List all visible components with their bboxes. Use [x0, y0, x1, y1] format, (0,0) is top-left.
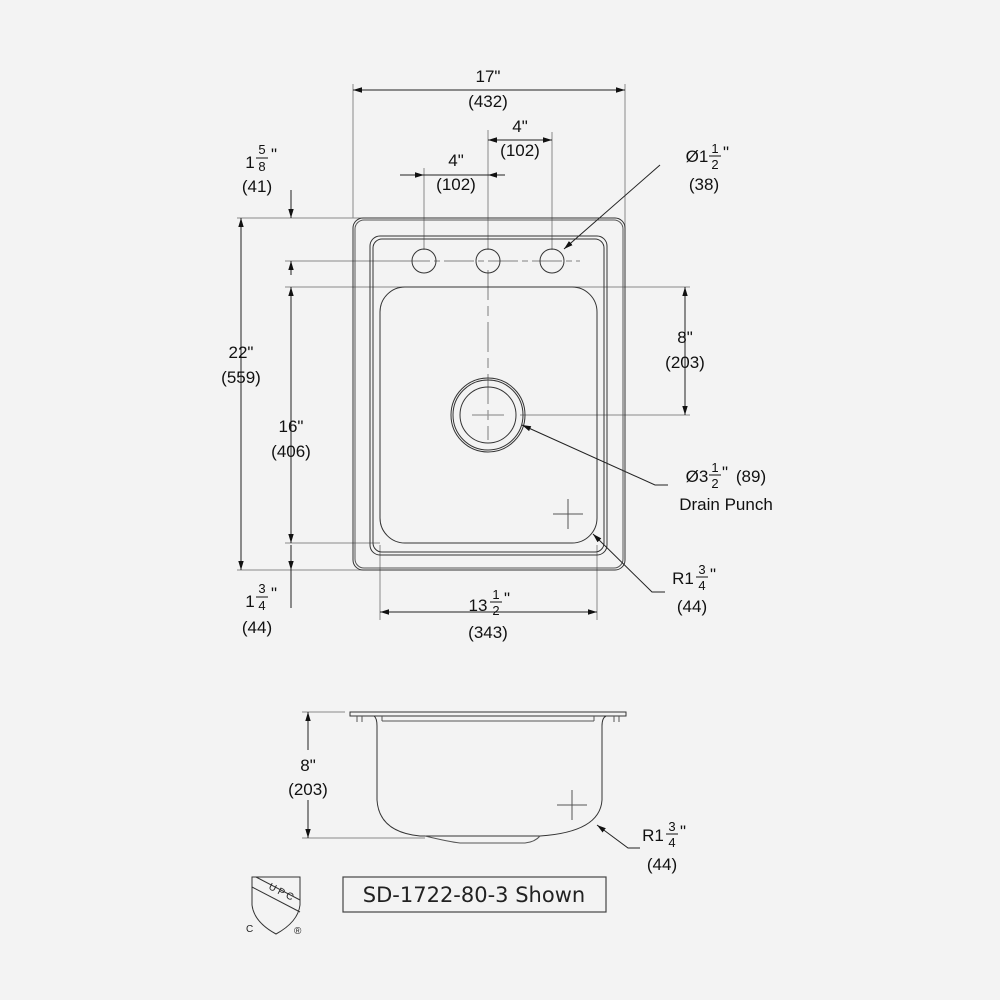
svg-text:(38): (38)	[689, 175, 719, 194]
svg-text:": "	[723, 143, 729, 162]
svg-text:R1: R1	[642, 826, 664, 845]
svg-text:": "	[710, 565, 716, 584]
bowl-width-label: 13 1 2 " (343)	[468, 587, 510, 642]
drain-label: Ø3 1 2 " (89) Drain Punch	[679, 460, 773, 514]
svg-text:R1: R1	[672, 569, 694, 588]
svg-text:4: 4	[698, 578, 705, 593]
svg-text:": "	[722, 463, 728, 482]
svg-text:C: C	[246, 924, 253, 935]
depth-metric: (203)	[288, 780, 328, 799]
svg-text:3: 3	[258, 581, 265, 596]
side-corner-radius-label: R1 3 4 " (44)	[642, 819, 686, 874]
svg-text:13: 13	[469, 596, 488, 615]
svg-text:": "	[680, 822, 686, 841]
svg-text:2: 2	[711, 157, 718, 172]
hole-spacing-left-metric: (102)	[436, 175, 476, 194]
drain-inner	[459, 386, 517, 444]
extension-lines	[237, 84, 690, 839]
drain-offset-label: 8"	[677, 328, 693, 347]
svg-text:1: 1	[492, 587, 499, 602]
svg-text:1: 1	[711, 460, 718, 475]
svg-text:4: 4	[258, 598, 265, 613]
svg-text:": "	[504, 589, 510, 608]
svg-text:(44): (44)	[242, 618, 272, 637]
hole-offset-label: 1 5 8 " (41)	[242, 142, 277, 196]
svg-text:Ø1: Ø1	[686, 147, 709, 166]
svg-text:®: ®	[294, 926, 302, 937]
svg-text:1: 1	[245, 153, 254, 172]
faucet-hole-right	[539, 248, 565, 274]
dimension-lines	[238, 87, 688, 849]
overall-width-metric: (432)	[468, 92, 508, 111]
svg-text:3: 3	[698, 562, 705, 577]
svg-text:(44): (44)	[677, 597, 707, 616]
hole-spacing-right-metric: (102)	[500, 141, 540, 160]
bowl-length-label: 16"	[279, 417, 304, 436]
upc-certification-logo: U P C C ®	[246, 876, 302, 937]
drain-offset-metric: (203)	[665, 353, 705, 372]
svg-text:4: 4	[668, 835, 675, 850]
svg-text:1: 1	[245, 592, 254, 611]
svg-text:5: 5	[258, 142, 265, 157]
drain-outer	[450, 377, 526, 453]
rim-front-label: 1 3 4 " (44)	[242, 581, 277, 637]
svg-text:(41): (41)	[242, 177, 272, 196]
faucet-hole-left	[411, 248, 437, 274]
depth-label: 8"	[300, 756, 316, 775]
hole-spacing-left-label: 4"	[448, 151, 464, 170]
faucet-hole-center	[475, 248, 501, 274]
hole-spacing-right-label: 4"	[512, 117, 528, 136]
svg-text:(44): (44)	[647, 855, 677, 874]
svg-text:8: 8	[258, 159, 265, 174]
svg-text:": "	[271, 145, 277, 164]
sink-side-view	[349, 711, 627, 844]
svg-text:Ø3: Ø3	[686, 467, 709, 486]
bowl-length-metric: (406)	[271, 442, 311, 461]
svg-text:": "	[271, 584, 277, 603]
svg-text:1: 1	[711, 141, 718, 156]
svg-text:U P C: U P C	[267, 882, 296, 904]
model-caption: SD-1722-80-3 Shown	[342, 876, 607, 913]
model-caption-text: SD-1722-80-3 Shown	[363, 883, 585, 907]
svg-text:2: 2	[711, 476, 718, 491]
svg-text:(343): (343)	[468, 623, 508, 642]
hole-diameter-label: Ø1 1 2 " (38)	[686, 141, 729, 194]
overall-length-label: 22"	[229, 343, 254, 362]
center-lines	[400, 260, 580, 440]
overall-width-label: 17"	[476, 67, 501, 86]
corner-radius-label: R1 3 4 " (44)	[672, 562, 716, 616]
svg-text:Drain Punch: Drain Punch	[679, 495, 773, 514]
overall-length-metric: (559)	[221, 368, 261, 387]
svg-text:3: 3	[668, 819, 675, 834]
svg-text:2: 2	[492, 603, 499, 618]
sink-top-view	[352, 217, 626, 571]
svg-text:(89): (89)	[736, 467, 766, 486]
